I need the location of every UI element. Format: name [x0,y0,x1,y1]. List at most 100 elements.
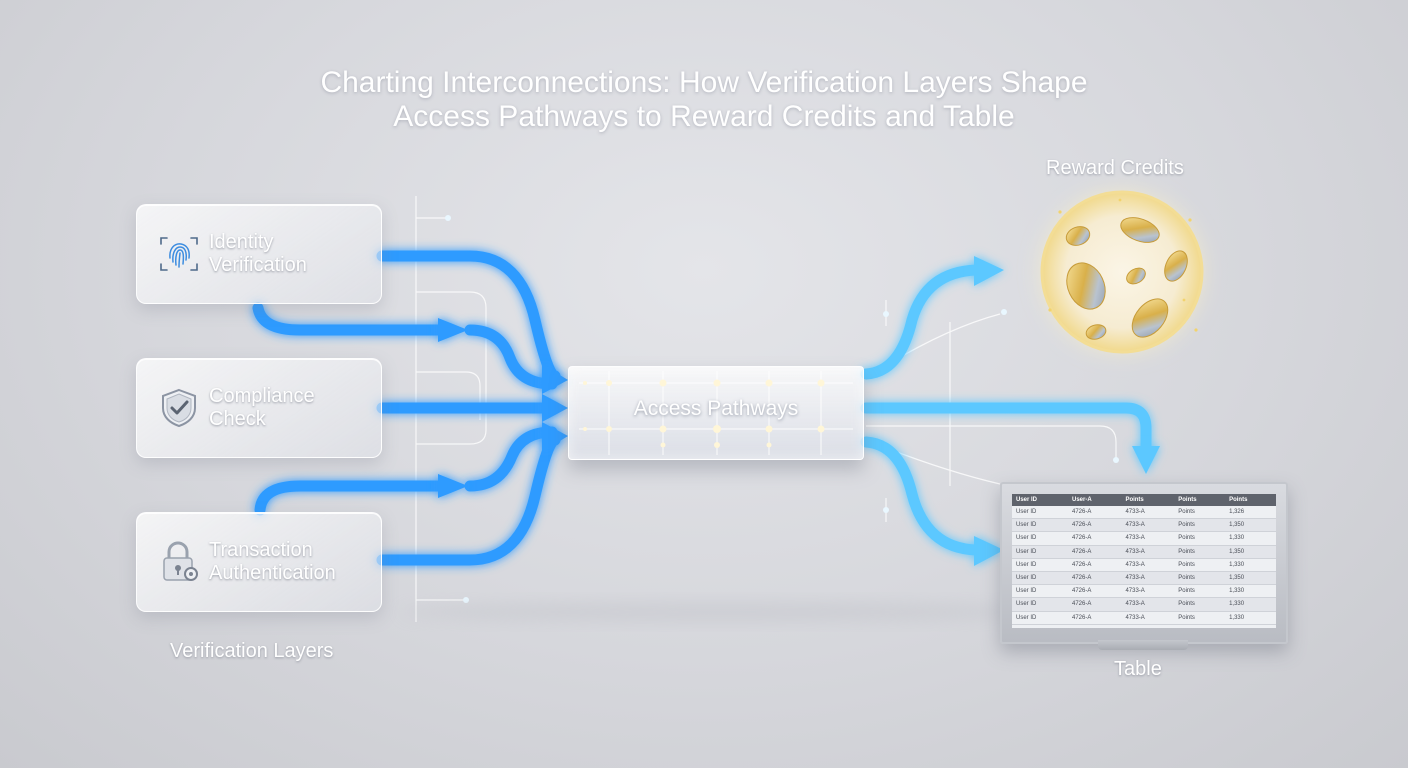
arrowhead-hub-2 [542,394,568,422]
table-cell: 4726-A [1068,531,1122,546]
transaction-loop-arrow [254,480,446,516]
arrowhead-transaction-loop [438,474,468,498]
column-header: User ID [1012,494,1068,506]
table-cell: Points [1174,531,1226,546]
table-cell: 4726-A [1068,518,1122,533]
table-cell: 4726-A [1068,545,1122,559]
table-cell: 1,350 [1225,545,1276,559]
table-cell: Points [1174,584,1226,599]
transaction-authentication-label: Transaction Authentication [209,539,336,584]
table-cell: User ID [1012,531,1068,546]
arrowhead-hub-1 [542,364,568,394]
table-cell: 1,326 [1225,506,1276,520]
table-cell: Points [1174,518,1226,533]
table-cell: User ID [1012,545,1068,559]
compliance-check-card: Compliance Check [136,358,382,458]
table-cell: User ID [1012,584,1068,599]
table-cell: 1,330 [1225,558,1276,572]
identity-verification-card: Identity Verification [136,204,382,304]
title-line-1: Charting Interconnections: How Verificat… [320,66,1088,99]
table-cell: 4726-A [1068,506,1122,520]
arrowhead-rewards [974,256,1004,286]
table-cell: User ID [1012,571,1068,586]
table-cell: 4733-A [1121,545,1175,559]
table-cell: User ID [1012,518,1068,533]
table-cell: Points [1174,506,1226,520]
arrowhead-identity-loop [438,318,468,342]
table-cell: User ID [1012,597,1068,612]
table-cell: 4726-A [1068,597,1122,612]
table-cell: Points [1174,545,1226,559]
column-header: User-A [1068,494,1122,506]
table-cell: 1,330 [1225,531,1276,546]
table-cell: 4726-A [1068,584,1122,599]
table-cell: 1,350 [1225,571,1276,586]
arrowhead-table-lower [974,536,1004,566]
identity-loop-to-hub-arrow [464,324,558,390]
column-header: Points [1225,494,1276,506]
table-cell: Points [1174,611,1226,625]
table-cell: 1,330 [1225,584,1276,599]
table-header-row: User ID User-A Points Points Points [1012,494,1276,506]
table-cell: User ID [1012,558,1068,572]
table-cell: 1,330 [1225,597,1276,612]
reward-credits-label: Reward Credits [1046,157,1184,179]
arrowhead-table-down [1132,446,1160,474]
table-cell: 4733-A [1121,558,1175,572]
table-cell: 1,330 [1225,611,1276,625]
table-cell: 4726-A [1068,571,1122,586]
incoming-flows [252,250,561,566]
access-pathways-hub: Access Pathways [568,366,864,460]
transaction-authentication-card: Transaction Authentication [136,512,382,612]
outgoing-flows [860,264,1152,556]
table-screen: User ID User-A Points Points Points User… [1012,494,1276,628]
hub-to-table-arrow [860,402,1152,454]
verification-layers-caption: Verification Layers [170,640,334,662]
hub-to-table-lower-arrow [860,436,982,556]
column-header: Points [1174,494,1226,506]
table-monitor: User ID User-A Points Points Points User… [1000,482,1288,644]
fingerprint-icon [160,237,198,271]
reward-credits-orb [1030,180,1214,364]
column-header: Points [1121,494,1175,506]
transaction-to-hub-arrow [376,434,561,566]
table-cell: 4733-A [1121,571,1175,586]
table-cell: Points [1174,597,1226,612]
table-cell: 4733-A [1121,506,1175,520]
title-line-2: Access Pathways to Reward Credits and Ta… [393,100,1015,133]
page-title: Charting Interconnections: How Verificat… [0,66,1408,134]
identity-to-hub-arrow [376,250,561,382]
table-label: Table [1114,658,1162,680]
transaction-loop-to-hub-arrow [464,426,558,492]
table-cell: 4733-A [1121,518,1175,533]
table-cell: 1,350 [1225,518,1276,533]
coin-icons [1065,217,1188,340]
compliance-check-label: Compliance Check [209,385,315,430]
arrowhead-hub-3 [542,422,568,452]
table-cell: User ID [1012,611,1068,625]
data-table: User ID User-A Points Points Points User… [1012,494,1276,625]
access-pathways-label: Access Pathways [633,397,799,420]
table-cell: 4726-A [1068,611,1122,625]
table-cell: 4733-A [1121,584,1175,599]
table-cell: 4733-A [1121,531,1175,546]
hub-node-grid [579,371,853,455]
shield-check-icon [162,388,196,428]
table-cell: 4733-A [1121,611,1175,625]
table-cell: Points [1174,558,1226,572]
identity-loop-arrow [252,302,446,336]
table-cell: 4726-A [1068,558,1122,572]
table-cell: User ID [1012,506,1068,520]
identity-verification-label: Identity Verification [209,231,307,276]
monitor-stand [1098,640,1188,650]
